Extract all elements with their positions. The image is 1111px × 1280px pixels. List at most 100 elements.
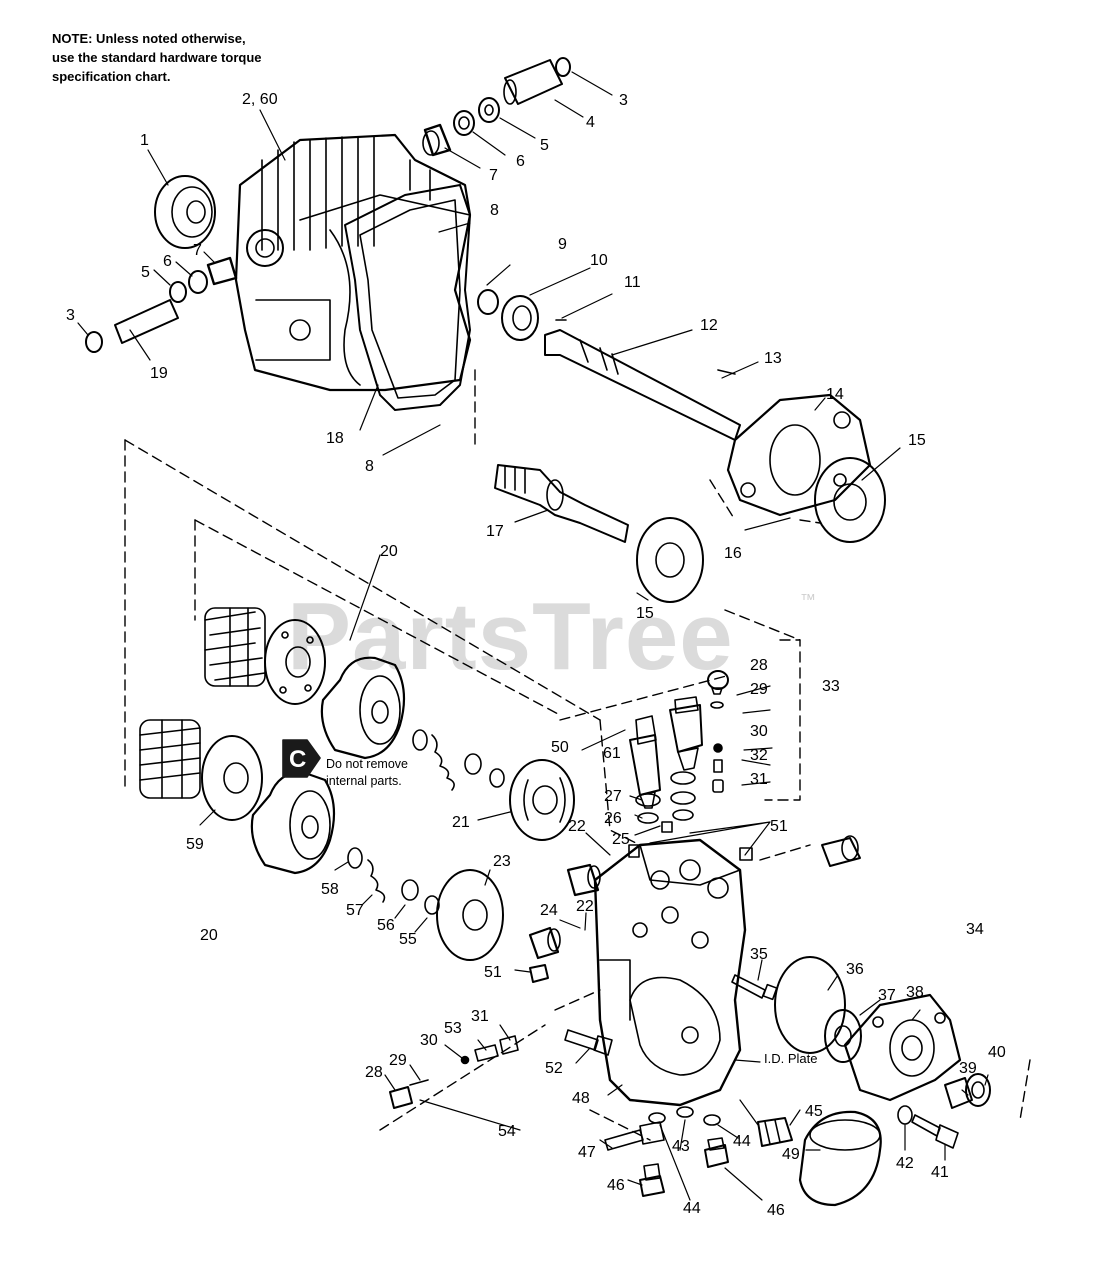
part-label[interactable]: 3	[619, 92, 628, 109]
part-label[interactable]: 5	[141, 264, 150, 281]
part-label[interactable]: 30	[420, 1032, 438, 1049]
part-label[interactable]: 54	[498, 1123, 516, 1140]
id-plate-label: I.D. Plate	[764, 1051, 817, 1066]
part-label[interactable]: 52	[545, 1060, 563, 1077]
callout-note: Do not remove internal parts.	[326, 756, 456, 790]
part-label[interactable]: 59	[186, 836, 204, 853]
washer-42	[897, 1105, 913, 1125]
spring-group-lower	[347, 847, 440, 915]
valve-plate-23	[436, 869, 504, 961]
watermark-trademark: ™	[800, 592, 816, 609]
part-label[interactable]: 49	[782, 1146, 800, 1163]
part-label[interactable]: 46	[607, 1177, 625, 1194]
relief-valve-parts	[707, 670, 729, 793]
part-label[interactable]: 9	[558, 236, 567, 253]
bearing-1	[154, 175, 216, 249]
part-label[interactable]: 55	[399, 931, 417, 948]
part-label[interactable]: 24	[540, 902, 558, 919]
part-label[interactable]: 1	[140, 132, 149, 149]
part-label[interactable]: 16	[724, 545, 742, 562]
part-label[interactable]: 36	[846, 961, 864, 978]
part-label[interactable]: 29	[750, 681, 768, 698]
part-label[interactable]: 53	[444, 1020, 462, 1037]
part-label[interactable]: 44	[733, 1133, 751, 1150]
part-label[interactable]: 25	[612, 831, 630, 848]
part-label[interactable]: 32	[750, 747, 768, 764]
part-label[interactable]: 6	[516, 153, 525, 170]
part-label[interactable]: 20	[200, 927, 218, 944]
pistons-upper	[204, 607, 266, 687]
part-label[interactable]: 44	[683, 1200, 701, 1217]
part-label[interactable]: 20	[380, 543, 398, 560]
part-label[interactable]: 17	[486, 523, 504, 540]
part-label[interactable]: 7	[193, 242, 202, 259]
plug-46-left	[639, 1163, 665, 1197]
part-label[interactable]: 22	[576, 898, 594, 915]
part-label[interactable]: 10	[590, 252, 608, 269]
part-label[interactable]: 31	[471, 1008, 489, 1025]
part-label[interactable]: 22	[568, 818, 586, 835]
part-label[interactable]: 45	[805, 1103, 823, 1120]
part-label[interactable]: 47	[578, 1144, 596, 1161]
part-label[interactable]: 8	[490, 202, 499, 219]
part-label[interactable]: 15	[908, 432, 926, 449]
part-label[interactable]: 35	[750, 946, 768, 963]
part-label[interactable]: 15	[636, 605, 654, 622]
part-label[interactable]: 8	[365, 458, 374, 475]
part-label[interactable]: 12	[700, 317, 718, 334]
upper-shaft-parts	[422, 57, 571, 157]
part-label[interactable]: 38	[906, 984, 924, 1001]
cylinder-block-upper	[320, 656, 406, 760]
pistons-lower	[139, 719, 201, 799]
part-label[interactable]: 51	[770, 818, 788, 835]
part-label[interactable]: 34	[966, 921, 984, 938]
part-label[interactable]: 4	[586, 114, 595, 131]
part-label[interactable]: 61	[603, 745, 621, 762]
spring-group-upper	[412, 729, 505, 791]
part-label[interactable]: 40	[988, 1044, 1006, 1061]
part-label[interactable]: 41	[931, 1164, 949, 1181]
part-label[interactable]: 2, 60	[242, 91, 278, 108]
part-label[interactable]: 57	[346, 902, 364, 919]
part-label[interactable]: 28	[750, 657, 768, 674]
left-shaft-parts	[85, 256, 238, 353]
part-label[interactable]: 31	[750, 771, 768, 788]
part-label[interactable]: 30	[750, 723, 768, 740]
part-label[interactable]: 18	[326, 430, 344, 447]
part-label[interactable]: 23	[493, 853, 511, 870]
fitting-45	[757, 1117, 793, 1147]
part-label[interactable]: 43	[672, 1138, 690, 1155]
part-label[interactable]: 26	[604, 810, 622, 827]
part-label[interactable]: 29	[389, 1052, 407, 1069]
part-label[interactable]: 51	[484, 964, 502, 981]
o-ring-36	[774, 956, 846, 1054]
transmission-housing	[234, 133, 472, 392]
input-shaft-17	[494, 464, 629, 543]
part-label[interactable]: 39	[959, 1060, 977, 1077]
note-line-1: NOTE: Unless noted otherwise,	[52, 31, 246, 46]
gasket	[344, 184, 471, 411]
part-label[interactable]: 42	[896, 1155, 914, 1172]
part-label[interactable]: 7	[489, 167, 498, 184]
part-label[interactable]: 14	[826, 386, 844, 403]
part-label[interactable]: 5	[540, 137, 549, 154]
part-label[interactable]: 56	[377, 917, 395, 934]
part-label[interactable]: 13	[764, 350, 782, 367]
part-label[interactable]: 11	[624, 274, 641, 291]
callout-line-1: Do not remove	[326, 757, 408, 771]
part-label[interactable]: 21	[452, 814, 470, 831]
part-label[interactable]: 28	[365, 1064, 383, 1081]
part-label[interactable]: 33	[822, 678, 840, 695]
part-label[interactable]: 19	[150, 365, 168, 382]
axle-cover-14	[726, 393, 872, 517]
leader-lines	[77, 71, 989, 1201]
part-label[interactable]: 27	[604, 788, 622, 805]
part-label[interactable]: 50	[551, 739, 569, 756]
thrust-washer-15-lower	[636, 517, 704, 603]
part-label[interactable]: 3	[66, 307, 75, 324]
part-label[interactable]: 58	[321, 881, 339, 898]
part-label[interactable]: 46	[767, 1202, 785, 1219]
part-label[interactable]: 6	[163, 253, 172, 270]
part-label[interactable]: 37	[878, 987, 896, 1004]
part-label[interactable]: 48	[572, 1090, 590, 1107]
